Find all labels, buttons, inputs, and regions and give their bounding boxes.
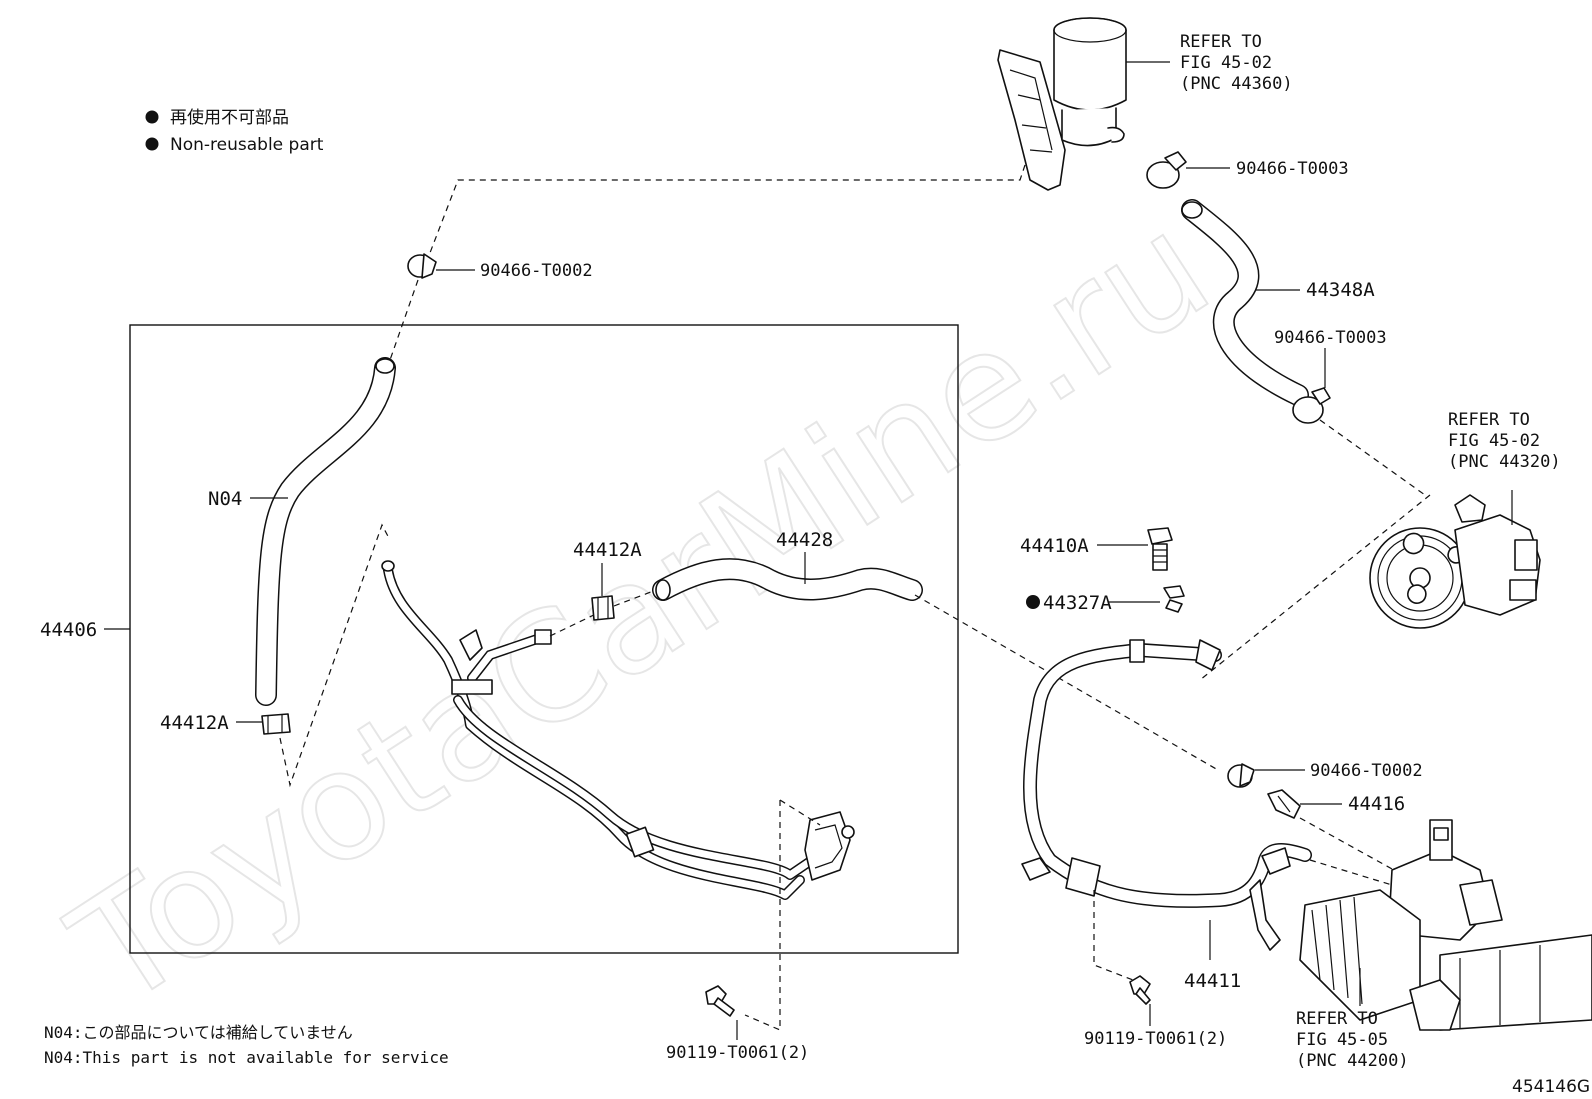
label-44411: 44411: [1184, 970, 1241, 992]
hose-44348a-part: [1181, 199, 1309, 406]
return-tube-assembly-part: [381, 560, 855, 900]
non-reusable-dot-icon: [145, 137, 159, 151]
hose-n04-part: [255, 357, 396, 706]
power-steering-pump-part: [1369, 494, 1541, 629]
legend: 再使用不可部品 Non-reusable part: [145, 107, 324, 155]
reservoir-ref-line1: REFER TO: [1180, 32, 1262, 52]
clamp-90466-t0003-mid: [1292, 387, 1331, 424]
bolt-90119-t0061-mid: [705, 985, 735, 1017]
legend-text-en: Non-reusable part: [170, 135, 324, 155]
bolt-90119-t0061-right: [1129, 975, 1151, 1005]
reservoir-tank-part: [997, 17, 1127, 191]
label-44327a: 44327A: [1043, 592, 1112, 614]
clamp-90466-t0002-right: [1227, 763, 1255, 788]
label-n04: N04: [208, 488, 242, 510]
label-44428: 44428: [776, 529, 833, 551]
hose-44428-part: [652, 558, 923, 601]
label-44348a: 44348A: [1306, 279, 1375, 301]
pump-ref-line3: (PNC 44320): [1448, 452, 1561, 472]
label-44412a-left: 44412A: [160, 712, 229, 734]
gear-ref-line2: FIG 45-05: [1296, 1030, 1388, 1050]
pump-ref-line1: REFER TO: [1448, 410, 1530, 430]
clamp-90466-t0003-top: [1146, 151, 1187, 189]
reservoir-ref-line3: (PNC 44360): [1180, 74, 1293, 94]
pressure-tube-44411-part: [1021, 639, 1312, 951]
note-jp: N04:この部品については補給していません: [44, 1023, 353, 1042]
reservoir-ref-line2: FIG 45-02: [1180, 53, 1272, 73]
gasket-44327a: [1163, 585, 1185, 613]
label-clamp-right: 90466-T0002: [1310, 761, 1423, 781]
label-44412a-mid: 44412A: [573, 539, 642, 561]
pump-ref-line2: FIG 45-02: [1448, 431, 1540, 451]
clip-44412a-mid: [591, 595, 615, 621]
clip-44412a-left: [261, 713, 291, 735]
union-bolt-44410a: [1147, 527, 1173, 571]
non-reusable-dot-icon: [1026, 595, 1040, 609]
note-en: N04:This part is not available for servi…: [44, 1048, 449, 1067]
label-clamp-left-top: 90466-T0002: [480, 261, 593, 281]
gear-ref-line1: REFER TO: [1296, 1009, 1378, 1029]
label-clamp-mid: 90466-T0003: [1274, 328, 1387, 348]
figure-id: 454146G: [1512, 1077, 1590, 1097]
clamp-90466-t0002-left: [407, 253, 437, 279]
label-clamp-top: 90466-T0003: [1236, 159, 1349, 179]
label-44406: 44406: [40, 619, 97, 641]
label-bolt-bottom-mid: 90119-T0061(2): [666, 1043, 809, 1063]
union-44416: [1267, 789, 1301, 819]
gear-ref-line3: (PNC 44200): [1296, 1051, 1409, 1071]
label-bolt-bottom-right: 90119-T0061(2): [1084, 1029, 1227, 1049]
label-44416: 44416: [1348, 793, 1405, 815]
non-reusable-dot-icon: [145, 110, 159, 124]
assembly-box-44406: [129, 324, 959, 954]
label-44410a: 44410A: [1020, 535, 1089, 557]
steering-gear-part: [1299, 819, 1592, 1031]
legend-text-jp: 再使用不可部品: [170, 107, 289, 128]
